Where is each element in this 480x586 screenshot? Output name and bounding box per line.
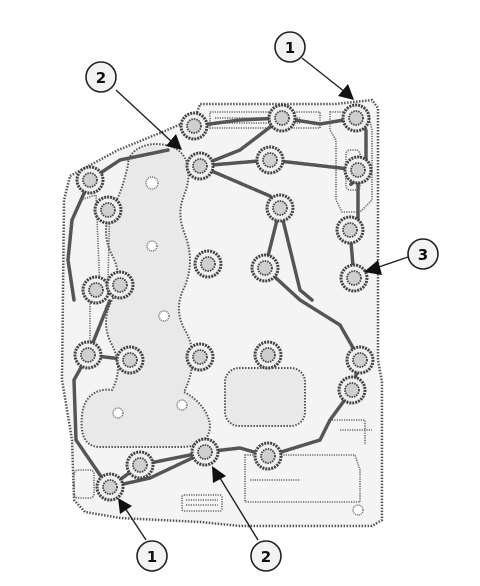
bolt — [345, 345, 375, 375]
callout-1-top: 1 — [274, 31, 306, 63]
bolt — [253, 441, 283, 471]
bolt — [179, 111, 209, 141]
bolt — [265, 193, 295, 223]
leader-arrowhead — [364, 260, 382, 275]
callout-label: 1 — [285, 39, 295, 57]
bolt — [75, 165, 105, 195]
leader-line — [219, 477, 259, 541]
bolt — [185, 342, 215, 372]
channel-hole — [176, 399, 188, 411]
leader-arrowhead — [118, 498, 132, 514]
upper-right-slot — [345, 149, 361, 191]
bolt — [190, 437, 220, 467]
lower-left-hatch — [186, 499, 218, 506]
header-strip — [209, 111, 321, 129]
bolt — [105, 270, 135, 300]
bolt — [255, 145, 285, 175]
bolt — [337, 375, 367, 405]
route-right — [263, 116, 368, 458]
leader-line — [301, 57, 346, 93]
callout-label: 2 — [96, 69, 106, 87]
bolt — [341, 103, 371, 133]
callout-3-right: 3 — [407, 238, 439, 270]
bolt — [335, 215, 365, 245]
left-edge-tab — [73, 469, 95, 499]
bolt — [250, 253, 280, 283]
bolt — [343, 155, 373, 185]
leader-arrowhead — [166, 134, 182, 150]
bolt — [185, 151, 215, 181]
bolt — [339, 263, 369, 293]
lower-right-pocket — [244, 454, 361, 503]
bolt — [267, 103, 297, 133]
channel-hole — [158, 310, 170, 322]
lower-right-ribs — [250, 419, 372, 481]
bolt — [253, 340, 283, 370]
callout-label: 3 — [418, 246, 428, 264]
bolt — [125, 450, 155, 480]
leader-line — [375, 256, 409, 269]
channel-hole — [145, 176, 159, 190]
bolt — [93, 195, 123, 225]
bolt — [193, 249, 223, 279]
bolt — [73, 340, 103, 370]
callout-1-bottom: 1 — [136, 540, 168, 572]
upper-right-panel — [329, 111, 373, 213]
channel-hole — [352, 504, 364, 516]
bolt — [95, 472, 125, 502]
callout-label: 2 — [261, 548, 271, 566]
leader-line — [124, 507, 147, 541]
channel-hole — [146, 240, 158, 252]
center-right-pad — [224, 367, 306, 427]
leader-arrowhead — [338, 84, 354, 100]
leader-line — [115, 89, 173, 143]
leader-arrowhead — [212, 466, 226, 483]
lower-left-slot — [181, 494, 223, 512]
callout-2-top: 2 — [85, 61, 117, 93]
callout-label: 1 — [147, 548, 157, 566]
callout-2-bottom: 2 — [250, 540, 282, 572]
bolt — [81, 275, 111, 305]
bolt — [115, 345, 145, 375]
channel-hole — [112, 407, 124, 419]
